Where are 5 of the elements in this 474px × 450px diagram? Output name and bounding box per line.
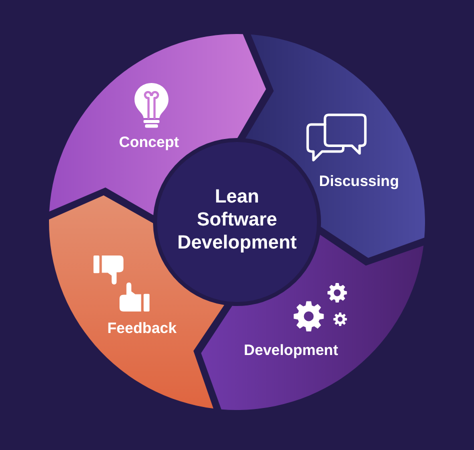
step-label: Development (244, 342, 338, 360)
step-label: Discussing (318, 173, 400, 191)
step-label: Concept (119, 134, 179, 152)
step-label: Feedback (107, 320, 177, 338)
hub-title: Lean Software Development (177, 186, 297, 254)
